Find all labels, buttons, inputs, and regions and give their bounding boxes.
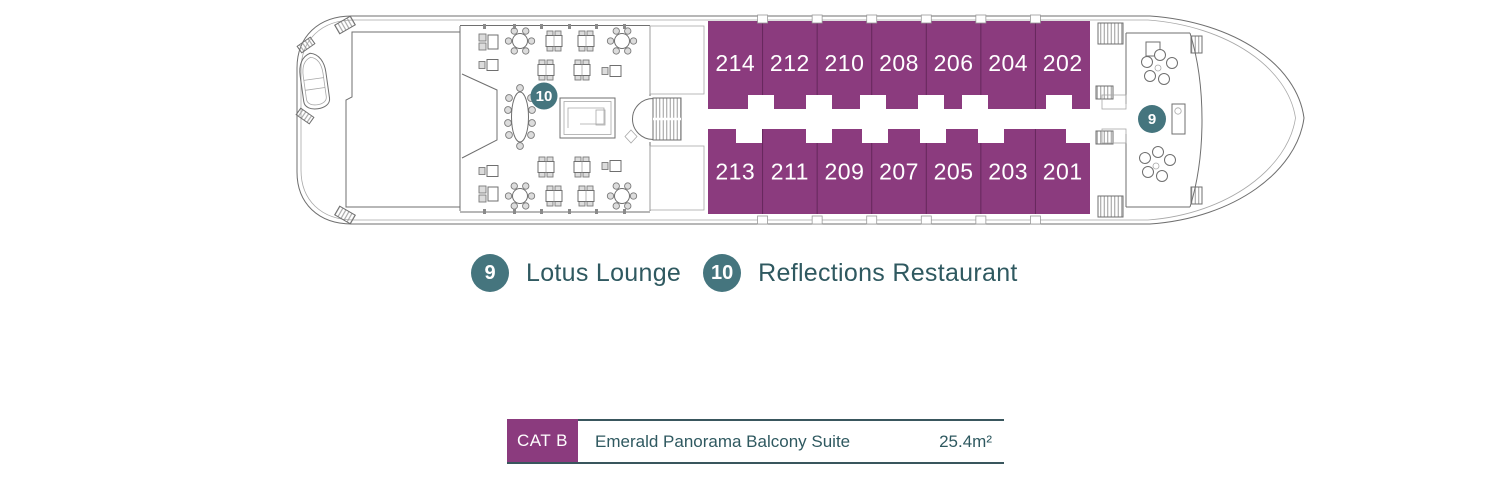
single-table-icon bbox=[478, 59, 499, 71]
category-code-badge: CAT B bbox=[507, 419, 578, 462]
lounge-area bbox=[1095, 22, 1203, 218]
davit-icon bbox=[296, 36, 316, 54]
square-table-icon bbox=[577, 30, 595, 52]
marker-reflections-restaurant: 10 bbox=[530, 82, 558, 110]
legend-label-reflections-restaurant: Reflections Restaurant bbox=[758, 258, 1018, 287]
stern-room bbox=[345, 31, 461, 208]
legend-item-lotus-lounge: 9 Lotus Lounge bbox=[471, 254, 681, 292]
round-table-icon bbox=[504, 27, 536, 55]
cabin-block-bottom bbox=[708, 129, 1090, 214]
decor-diamond bbox=[624, 129, 638, 144]
dining-furniture bbox=[478, 24, 638, 214]
cabin-block-top bbox=[708, 21, 1090, 109]
cabin-202: 202 bbox=[1043, 50, 1083, 76]
cabin-207: 207 bbox=[879, 159, 919, 185]
tender-boat-icon bbox=[299, 52, 331, 110]
round-table-icon bbox=[504, 182, 536, 210]
square-table-icon bbox=[545, 30, 563, 52]
cabin-206: 206 bbox=[934, 50, 974, 76]
cabin-210: 210 bbox=[824, 50, 864, 76]
cabin-204: 204 bbox=[988, 50, 1028, 76]
marker-10-circle bbox=[530, 82, 558, 110]
service-room bbox=[649, 25, 705, 95]
duo-table-icon bbox=[478, 185, 499, 203]
legend-item-reflections-restaurant: 10 Reflections Restaurant bbox=[703, 254, 1018, 292]
cabin-209: 209 bbox=[824, 159, 864, 185]
winch-icon bbox=[334, 15, 356, 35]
cabin-212: 212 bbox=[770, 50, 810, 76]
square-table-icon bbox=[577, 185, 595, 207]
legend-marker-10-number: 10 bbox=[711, 261, 734, 284]
square-table-icon bbox=[573, 156, 591, 178]
cabin-205: 205 bbox=[934, 159, 974, 185]
legend-marker-10-badge: 10 bbox=[703, 254, 742, 292]
stairs-icon bbox=[1190, 186, 1203, 205]
ship-deck-plan: 214 212 210 208 206 204 202 213 211 209 207 205 203 2… bbox=[295, 14, 1305, 225]
stairs-icon bbox=[1097, 195, 1124, 218]
alcove-wall bbox=[461, 73, 498, 159]
cabin-201: 201 bbox=[1043, 159, 1083, 185]
category-key: CAT B Emerald Panorama Balcony Suite 25.… bbox=[507, 419, 1004, 464]
category-name: Emerald Panorama Balcony Suite bbox=[595, 431, 851, 451]
category-details: Emerald Panorama Balcony Suite 25.4m² bbox=[578, 419, 1004, 462]
legend-label-lotus-lounge: Lotus Lounge bbox=[526, 258, 682, 287]
restaurant-area bbox=[459, 24, 705, 214]
cabin-203: 203 bbox=[988, 159, 1028, 185]
legend-marker-9-badge: 9 bbox=[471, 254, 509, 292]
marker-9-number: 9 bbox=[1148, 111, 1156, 128]
stern-area bbox=[295, 15, 461, 225]
stairs-icon bbox=[1097, 22, 1124, 45]
oval-table bbox=[504, 84, 536, 150]
lounge-chairs bbox=[1139, 49, 1178, 182]
buffet-station bbox=[559, 97, 616, 139]
category-area: 25.4m² bbox=[939, 431, 992, 451]
lounge-bar bbox=[1171, 103, 1186, 135]
marker-10-number: 10 bbox=[536, 88, 553, 105]
cabin-208: 208 bbox=[879, 50, 919, 76]
square-table-icon bbox=[545, 185, 563, 207]
stairs-icon bbox=[1190, 35, 1203, 54]
cabin-213: 213 bbox=[715, 159, 755, 185]
single-table-icon bbox=[478, 165, 499, 177]
duo-table-icon bbox=[478, 33, 499, 51]
single-table-icon bbox=[601, 65, 622, 77]
marker-lotus-lounge: 9 bbox=[1138, 105, 1166, 133]
midship-stairs-icon bbox=[632, 97, 682, 141]
legend-marker-9-number: 9 bbox=[484, 261, 496, 284]
square-table-icon bbox=[573, 59, 591, 81]
square-table-icon bbox=[537, 156, 555, 178]
cabin-211: 211 bbox=[771, 159, 809, 185]
stairs-icon bbox=[1095, 130, 1114, 145]
round-table-icon bbox=[606, 182, 638, 210]
deck-legend: 9 Lotus Lounge 10 Reflections Restaurant bbox=[471, 254, 1018, 292]
cabins-layer: 214 212 210 208 206 204 202 213 211 209 207 205 203 2… bbox=[684, 14, 1126, 225]
davit-icon bbox=[295, 107, 315, 125]
round-table-icon bbox=[606, 27, 638, 55]
bow-bulkhead bbox=[1189, 32, 1203, 208]
marker-9-circle bbox=[1138, 105, 1166, 133]
square-table-icon bbox=[537, 59, 555, 81]
single-table-icon bbox=[601, 160, 622, 172]
service-room bbox=[649, 145, 705, 211]
winch-icon bbox=[334, 205, 356, 225]
corridor bbox=[684, 109, 1126, 129]
cabin-214: 214 bbox=[715, 50, 755, 76]
stairs-icon bbox=[1095, 85, 1114, 100]
